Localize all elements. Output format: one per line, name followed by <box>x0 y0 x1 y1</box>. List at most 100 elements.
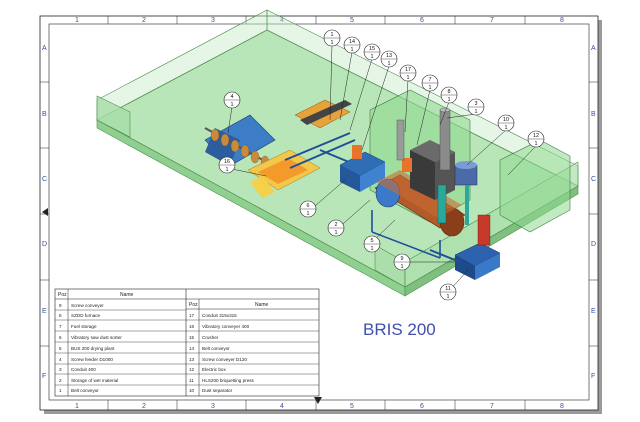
parts-header-name-right: Name <box>255 302 269 308</box>
column-refs-top: 1 2 3 4 5 6 7 8 <box>75 17 564 24</box>
parts-list-border <box>54 288 320 397</box>
drawing-title: BRIS 200 <box>363 320 436 339</box>
callout-14: 14 1 <box>343 36 361 54</box>
col-ref-8: 8 <box>560 17 564 24</box>
row-ref-right-c: C <box>591 176 596 183</box>
part-name: Belt conveyor <box>202 346 230 351</box>
callout-2: 2 1 <box>327 219 345 237</box>
callout-3-num: 3 <box>475 101 478 107</box>
row-ref-a: A <box>42 45 47 52</box>
callout-16: 16 1 <box>218 156 236 174</box>
screw-feeder-4 <box>204 114 291 176</box>
callout-5-qty: 1 <box>371 246 374 252</box>
callout-10-num: 10 <box>503 117 509 123</box>
part-name: Vibratory saw dust sorter <box>71 335 122 340</box>
col-ref-bottom-1: 1 <box>75 403 79 410</box>
col-ref-bottom-3: 3 <box>211 403 215 410</box>
part-name: Conduit 315x315 <box>202 313 237 318</box>
callout-6-qty: 1 <box>307 211 310 217</box>
callout-1-num: 1 <box>331 32 334 38</box>
row-ref-right-f: F <box>591 373 595 380</box>
callout-14-num: 14 <box>349 39 355 45</box>
callout-8: 8 1 <box>440 86 458 104</box>
callout-16-qty: 1 <box>226 167 229 173</box>
part-pos: 5 <box>59 346 62 351</box>
part-name: SZDD furnace <box>71 313 101 318</box>
callout-8-qty: 1 <box>448 97 451 103</box>
callout-1: 1 1 <box>323 29 341 47</box>
screw-conveyor-9 <box>429 249 461 263</box>
callout-3: 3 1 <box>467 98 485 116</box>
wet-material-storage <box>247 149 321 191</box>
callout-5-num: 5 <box>371 238 374 244</box>
part-name: HLS200 briquetting press <box>202 378 255 383</box>
callout-10: 10 1 <box>497 114 515 132</box>
callout-2-qty: 1 <box>335 230 338 236</box>
col-ref-1: 1 <box>75 17 79 24</box>
callout-4-qty: 1 <box>231 102 234 108</box>
part-name: Screw feeder D1000 <box>71 357 113 362</box>
center-mark-left <box>42 208 48 216</box>
part-name: Belt conveyor <box>71 388 99 393</box>
callout-11-qty: 1 <box>447 294 450 300</box>
part-pos: 1 <box>59 388 62 393</box>
crusher-15 <box>352 145 362 159</box>
callout-2-num: 2 <box>335 222 338 228</box>
part-name: Conduit 400 <box>71 367 96 372</box>
callout-12-num: 12 <box>533 133 539 139</box>
part-pos: 13 <box>189 357 195 362</box>
callout-11-num: 11 <box>445 286 451 292</box>
center-mark-bottom <box>314 397 322 404</box>
callout-bubbles: 1 1 14 1 15 1 13 1 17 1 <box>218 29 545 301</box>
callout-4-num: 4 <box>231 94 234 100</box>
callout-7-qty: 1 <box>429 85 432 91</box>
callout-16-num: 16 <box>224 159 230 165</box>
part-name: Dust separator <box>202 388 233 393</box>
row-refs-right: A B C D E F <box>591 45 596 380</box>
part-pos: 2 <box>59 378 62 383</box>
parts-header-pos-right: Poz <box>189 302 198 308</box>
col-ref-bottom-8: 8 <box>560 403 564 410</box>
callout-12: 12 1 <box>527 130 545 148</box>
col-ref-7: 7 <box>490 17 494 24</box>
col-ref-bottom-4: 4 <box>280 403 284 410</box>
callout-15: 15 1 <box>363 43 381 61</box>
part-name: Screw conveyer D120 <box>202 357 247 362</box>
row-ref-right-a: A <box>591 45 596 52</box>
part-pos: 9 <box>59 303 62 308</box>
callout-12-qty: 1 <box>535 141 538 147</box>
col-ref-bottom-5: 5 <box>350 403 354 410</box>
callout-10-qty: 1 <box>505 125 508 131</box>
callout-8-num: 8 <box>448 89 451 95</box>
plant-3d-model <box>96 9 579 297</box>
dust-separator-10 <box>437 161 478 225</box>
row-ref-d: D <box>42 241 47 248</box>
frame-ticks <box>40 16 598 410</box>
callout-5: 5 1 <box>363 235 381 253</box>
part-name: Crusher <box>202 335 219 340</box>
callout-15-num: 15 <box>369 46 375 52</box>
part-pos: 14 <box>189 346 195 351</box>
col-ref-bottom-7: 7 <box>490 403 494 410</box>
callout-13-qty: 1 <box>388 61 391 67</box>
parts-header-name-left: Name <box>120 292 134 298</box>
part-name: BUS 200 drying plant <box>71 346 115 351</box>
row-ref-c: C <box>42 176 47 183</box>
callout-13: 13 1 <box>380 50 398 68</box>
row-ref-e: E <box>42 308 47 315</box>
part-pos: 15 <box>189 335 195 340</box>
parts-list-table: Poz Name Poz Name 9 Screw conveyer 8 SZD… <box>54 288 320 397</box>
callout-4: 4 1 <box>223 91 241 109</box>
hazard-strip <box>250 176 275 198</box>
col-ref-3: 3 <box>211 17 215 24</box>
parts-header-pos-left: Poz <box>58 292 67 298</box>
callout-9-qty: 1 <box>401 264 404 270</box>
col-ref-6: 6 <box>420 17 424 24</box>
row-ref-right-e: E <box>591 308 596 315</box>
callout-14-qty: 1 <box>351 47 354 53</box>
callout-17: 17 1 <box>399 64 417 82</box>
callout-11: 11 1 <box>439 283 457 301</box>
callout-13-num: 13 <box>386 53 392 59</box>
vibratory-conveyor-16-rail <box>300 100 352 125</box>
